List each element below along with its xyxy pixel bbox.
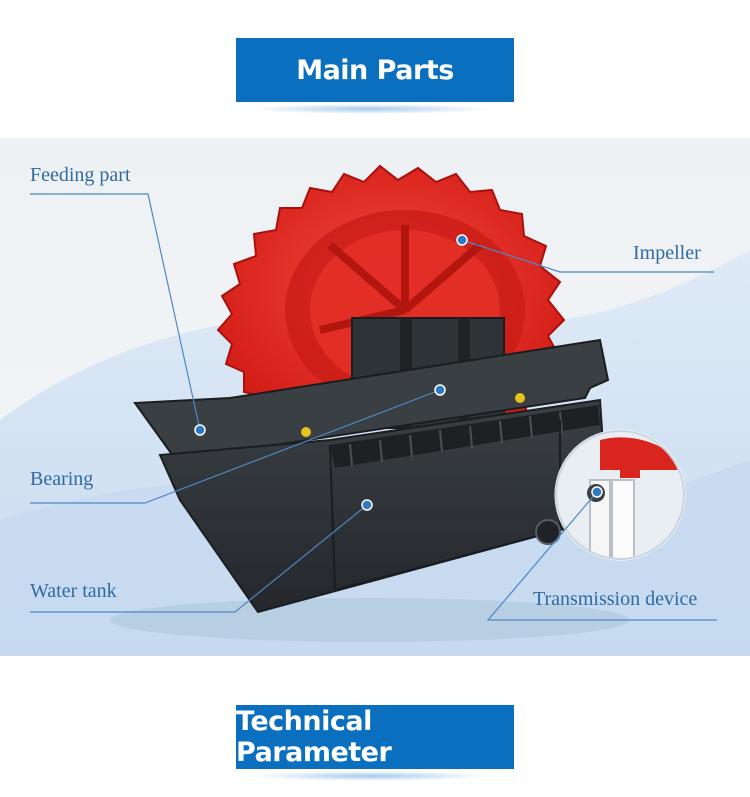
callout-water-tank: Water tank [30, 580, 117, 602]
transmission-dot [591, 486, 603, 498]
tank-grill [330, 405, 600, 468]
main-parts-banner-wrap: Main Parts [0, 38, 750, 128]
callout-lines [30, 193, 717, 621]
machine-illustration: Feeding part Impeller Bearing Water tank… [0, 138, 750, 656]
ground-shadow [110, 598, 630, 642]
banner-shadow [250, 771, 490, 781]
sand-washer-drawing [0, 164, 750, 656]
technical-parameter-heading: Technical Parameter [236, 705, 514, 769]
main-parts-heading: Main Parts [236, 38, 514, 102]
technical-parameter-banner-wrap: Technical Parameter [0, 705, 750, 795]
bearing-dot [434, 384, 446, 396]
callout-impeller: Impeller [633, 242, 701, 264]
callout-feeding-part: Feeding part [30, 164, 131, 186]
lifting-lug [301, 427, 311, 437]
feeding-part-dot [194, 424, 206, 436]
lifting-lug [515, 393, 525, 403]
callout-bearing: Bearing [30, 468, 94, 490]
transmission-inset [554, 429, 686, 561]
callout-transmission-device: Transmission device [533, 588, 698, 610]
callout-dots [194, 234, 603, 511]
impeller-dot [456, 234, 468, 246]
tank-wheel-hub [535, 519, 561, 545]
water-tank-dot [361, 499, 373, 511]
banner-shadow [250, 104, 490, 114]
